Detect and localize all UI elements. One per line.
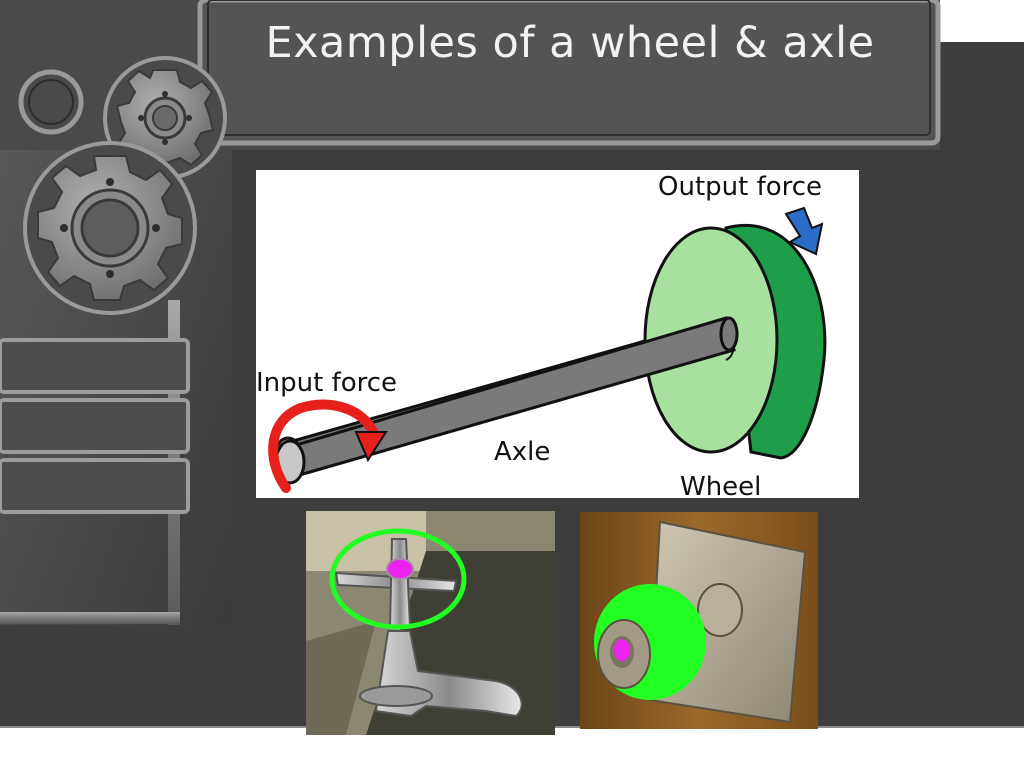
input-force-label: Input force [256, 368, 397, 398]
door-knob-photo [580, 512, 818, 729]
axle-highlight-dot-knob [614, 639, 630, 661]
axle-highlight-dot [386, 558, 414, 580]
wheel-label: Wheel [680, 472, 761, 498]
slide-title: Examples of a wheel & axle [265, 18, 875, 68]
wheel-highlight-ring [329, 528, 467, 630]
output-force-arrow [784, 206, 824, 256]
output-force-label: Output force [658, 172, 822, 202]
faucet-photo [306, 511, 555, 735]
input-force-arrow [268, 399, 388, 493]
wheel-axle-diagram: Output force Input force Axle Wheel [256, 170, 859, 498]
axle-label: Axle [494, 437, 550, 467]
